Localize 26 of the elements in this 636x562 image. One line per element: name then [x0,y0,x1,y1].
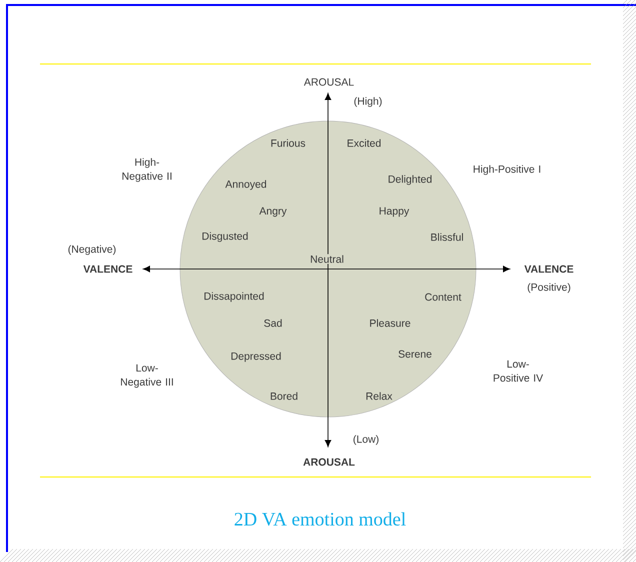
axis-label: (Low) [354,435,378,445]
emotion-word: Blissful [429,232,465,242]
axis-label: VALENCE [524,265,574,273]
quadrant-label: High-Positive I [474,165,540,175]
emotion-word: Bored [269,391,300,401]
axis-label: (Positive) [528,283,570,293]
axis-label: (High) [354,97,382,107]
axis-label: AROUSAL [303,458,355,466]
emotion-word: Pleasure [368,318,412,328]
quadrant-label: High-Negative II [122,158,172,182]
emotion-word: Excited [346,138,382,148]
emotion-word: Furious [270,138,306,148]
caption: 2D VA emotion model [234,512,406,526]
emotion-word: Relax [364,391,394,401]
axis-label: AROUSAL [304,78,354,86]
emotion-word: Depressed [230,351,282,363]
quadrant-label: Low-Negative III [121,364,173,388]
emotion-word: Delighted [386,174,434,186]
emotion-word: Disgusted [200,231,250,243]
emotion-word: Neutral [309,254,345,264]
axis-label: (Negative) [68,245,116,255]
emotion-word: Dissapointed [202,291,266,303]
quadrant-label: Low-Positive IV [494,360,544,382]
axis-label: VALENCE [83,265,132,273]
emotion-word: Annoyed [224,179,268,191]
emotion-word: Sad [262,318,284,328]
